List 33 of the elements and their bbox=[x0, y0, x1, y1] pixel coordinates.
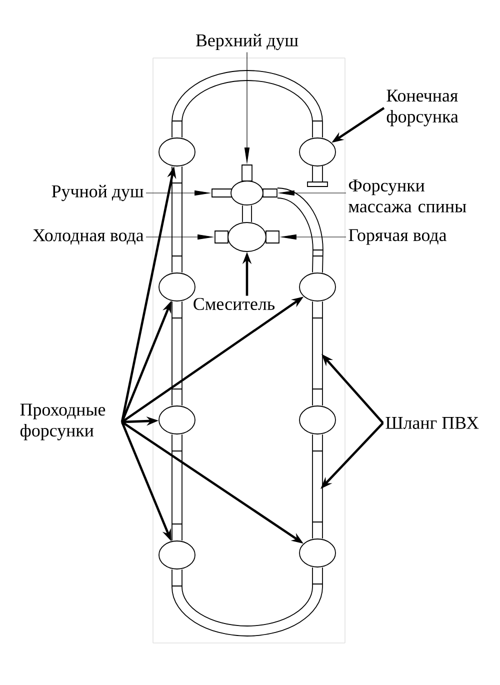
mixer bbox=[228, 222, 266, 252]
hose bbox=[172, 166, 182, 273]
pipe-stub bbox=[242, 164, 252, 182]
callout-label: Форсунки массажа спины bbox=[348, 180, 466, 212]
hose bbox=[172, 434, 182, 541]
nozzle bbox=[158, 406, 196, 434]
callout-label: Холодная вода bbox=[32, 229, 144, 245]
pipe-stub bbox=[266, 230, 280, 244]
nozzle bbox=[299, 406, 336, 434]
hose bbox=[172, 70, 323, 138]
callout-label: Горячая вода bbox=[348, 229, 447, 245]
hose bbox=[242, 205, 252, 222]
nozzle bbox=[158, 138, 196, 166]
callout-label: Смеситель bbox=[194, 298, 275, 310]
hose bbox=[312, 301, 323, 406]
pipe-stub bbox=[262, 188, 278, 198]
callout-label: Шланг ПВХ bbox=[386, 417, 479, 429]
nozzle bbox=[299, 538, 336, 568]
callout-label: Проходные форсунки bbox=[20, 404, 106, 440]
pipe-fitting bbox=[230, 180, 264, 206]
nozzle bbox=[299, 138, 336, 166]
hose bbox=[312, 434, 323, 539]
callout-label: Конечная форсунка bbox=[386, 90, 458, 126]
nozzle bbox=[158, 540, 196, 570]
callout-label: Ручной душ bbox=[52, 184, 144, 202]
pipe-stub bbox=[212, 188, 232, 198]
callout-label: Верхний душ bbox=[196, 34, 298, 50]
nozzle bbox=[299, 272, 336, 302]
hose bbox=[172, 567, 323, 636]
pipe-stub bbox=[214, 230, 228, 244]
hose bbox=[276, 188, 324, 273]
hose bbox=[172, 301, 182, 406]
nozzle bbox=[158, 272, 196, 302]
